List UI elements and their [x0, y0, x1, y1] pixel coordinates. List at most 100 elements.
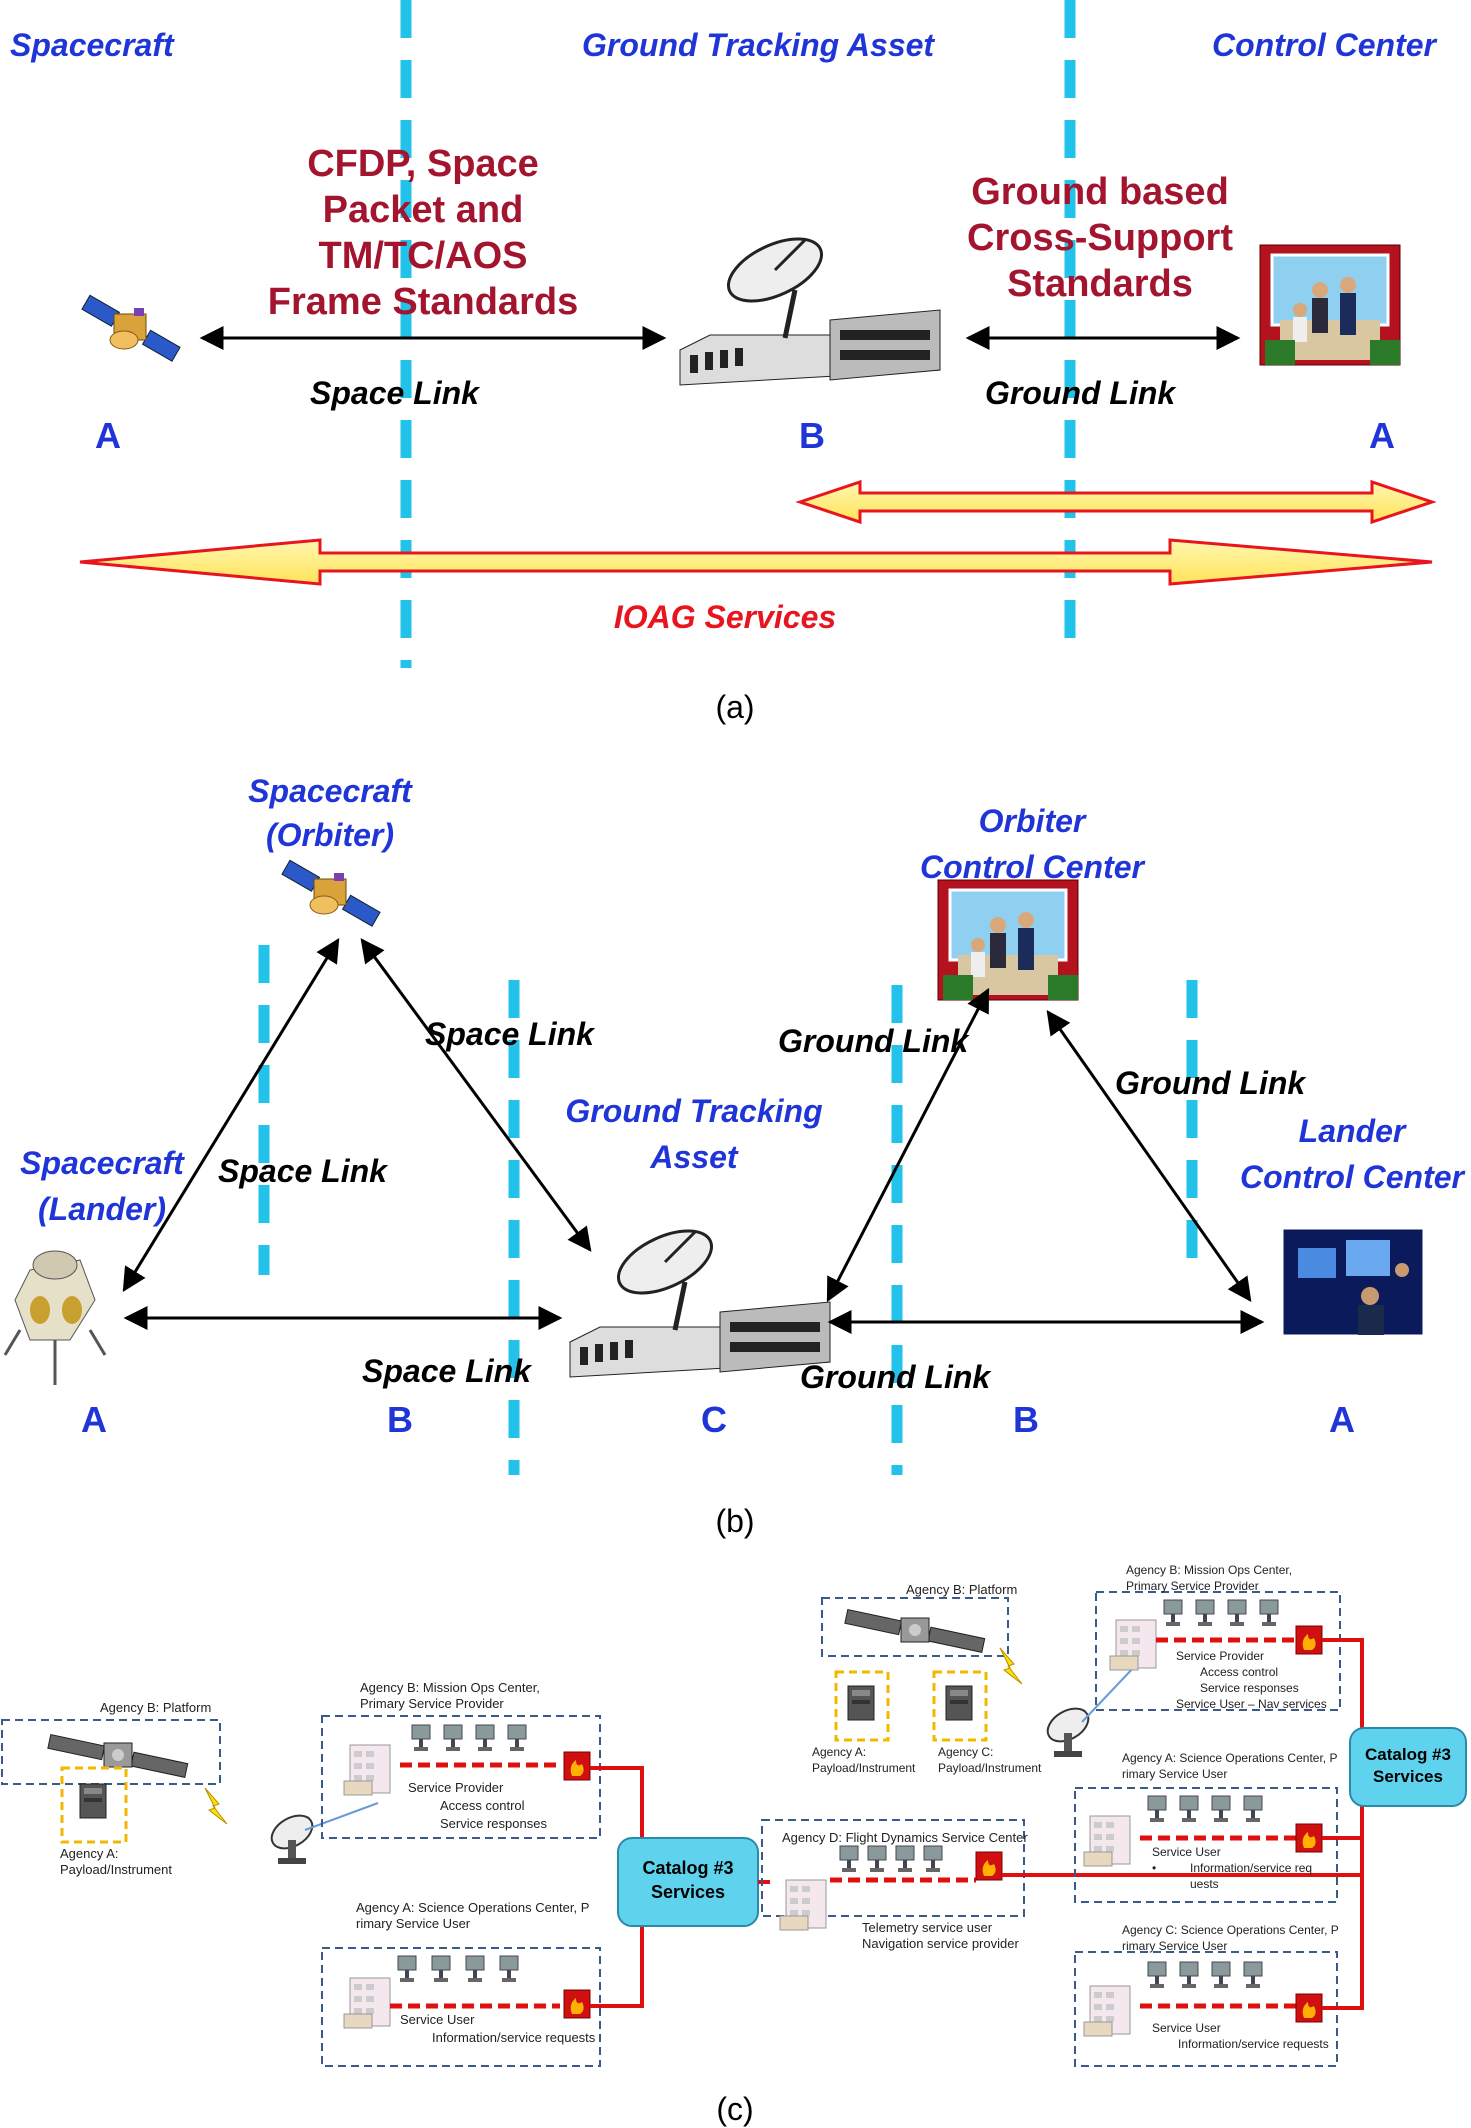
- workstation-icon: [1259, 1599, 1279, 1627]
- caption-c: (c): [716, 2091, 753, 2127]
- catalog-label: Services: [651, 1882, 725, 1902]
- lander-cc-label: Lander: [1299, 1113, 1407, 1149]
- platform-label: Agency B: Platform: [906, 1582, 1017, 1597]
- ground-station-icon: [680, 226, 940, 385]
- firewall-icon: [563, 1751, 591, 1781]
- letter-a: A: [1329, 1399, 1355, 1440]
- science-ops-box: [321, 1947, 601, 2067]
- standards-left-line: CFDP, Space: [307, 143, 539, 185]
- workstation-icon: [1163, 1599, 1183, 1627]
- workstation-icon: [507, 1724, 527, 1752]
- link-line: [304, 1802, 379, 1831]
- workstation-icon: [839, 1845, 859, 1873]
- space-link-arrow: [122, 937, 340, 1293]
- ioag-services-label: IOAG Services: [614, 599, 836, 635]
- fdsc-box: [761, 1819, 1025, 1917]
- orbiter-cc-label: Control Center: [920, 849, 1146, 885]
- letter-c: C: [701, 1399, 727, 1440]
- ground-link-label: Ground Link: [800, 1359, 992, 1395]
- payload-label: Payload/Instrument: [938, 1761, 1042, 1775]
- space-link-label: Space Link: [310, 375, 481, 411]
- payload-label: Payload/Instrument: [60, 1862, 172, 1877]
- payload-box: [834, 1670, 890, 1742]
- building-icon: [1083, 1815, 1131, 1867]
- science-ops-label: rimary Service User: [1122, 1767, 1227, 1781]
- ground-link-label: Ground Link: [985, 375, 1177, 411]
- payload-label: Agency A:: [60, 1846, 119, 1861]
- mission-ops-label: Agency B: Mission Ops Center,: [360, 1680, 540, 1695]
- letter-b: B: [1013, 1399, 1039, 1440]
- workstation-icon: [443, 1724, 463, 1752]
- link-line: [1081, 1664, 1137, 1723]
- science-ops-label: Agency C: Science Operations Center, P: [1122, 1923, 1339, 1937]
- mission-ops-box: [1095, 1591, 1341, 1711]
- connection-line: [590, 1766, 644, 1848]
- lander-label: Spacecraft: [20, 1145, 185, 1181]
- ground-station-icon: [570, 1218, 830, 1377]
- ground-tracking-label: Ground Tracking: [565, 1093, 822, 1129]
- workstation-icon: [1211, 1795, 1231, 1823]
- workstation-icon: [431, 1955, 451, 1983]
- firewall-icon: [1295, 1625, 1323, 1655]
- user-line: Service User: [1152, 2021, 1221, 2035]
- letter-a: A: [1369, 415, 1395, 456]
- space-link-label: Space Link: [218, 1153, 389, 1189]
- standards-left-line: Packet and: [323, 189, 524, 231]
- building-icon: [1083, 1985, 1131, 2037]
- orbiter-label: (Orbiter): [266, 817, 394, 853]
- orbiter-label: Spacecraft: [248, 773, 413, 809]
- mission-ops-label: Primary Service Provider: [360, 1696, 504, 1711]
- lander-icon: [3, 1250, 107, 1385]
- firewall-icon: [563, 1989, 591, 2019]
- workstation-icon: [1211, 1961, 1231, 1989]
- platform-satellite-icon: [47, 1734, 189, 1778]
- standards-left-line: TM/TC/AOS: [319, 235, 528, 277]
- caption-a: (a): [715, 689, 754, 725]
- letter-a: A: [95, 415, 121, 456]
- workstation-icon: [1195, 1599, 1215, 1627]
- science-ops-label: rimary Service User: [356, 1916, 471, 1931]
- payload-label: Agency C:: [938, 1745, 993, 1759]
- lander-label: (Lander): [38, 1191, 166, 1227]
- connection-line: [590, 1926, 644, 2008]
- firewall-icon: [1295, 1823, 1323, 1853]
- workstation-icon: [1227, 1599, 1247, 1627]
- user-line: •: [1152, 1861, 1156, 1875]
- workstation-icon: [499, 1955, 519, 1983]
- dish-icon: [1040, 1700, 1096, 1758]
- header-spacecraft: Spacecraft: [10, 27, 175, 63]
- workstation-icon: [923, 1845, 943, 1873]
- fdsc-line: Navigation service provider: [862, 1936, 1019, 1951]
- space-link-label: Space Link: [362, 1353, 533, 1389]
- payload-rack-icon: [945, 1685, 973, 1721]
- workstation-icon: [475, 1724, 495, 1752]
- user-line: Information/service requests: [1178, 2037, 1329, 2051]
- control-center-icon: [1258, 243, 1402, 367]
- space-link-label: Space Link: [425, 1016, 596, 1052]
- user-line: Information/service requests: [432, 2030, 596, 2045]
- dish-icon: [264, 1807, 320, 1865]
- mission-ops-label: Agency B: Mission Ops Center,: [1126, 1563, 1292, 1577]
- panel-c: Agency B: Platform Agency A: Payload/Ins…: [1, 1563, 1467, 2127]
- ground-tracking-label: Asset: [649, 1139, 739, 1175]
- workstation-icon: [1147, 1795, 1167, 1823]
- standards-right: Ground based Cross-Support Standards: [967, 171, 1233, 305]
- firewall-icon: [975, 1851, 1003, 1881]
- provider-line: Service User – Nav services: [1176, 1697, 1327, 1711]
- workstation-icon: [1179, 1795, 1199, 1823]
- payload-label: Payload/Instrument: [812, 1761, 916, 1775]
- standards-right-line: Ground based: [971, 171, 1229, 213]
- caption-b: (b): [715, 1503, 754, 1539]
- workstation-icon: [1243, 1961, 1263, 1989]
- ground-link-arrow: [826, 987, 990, 1303]
- workstation-icon: [397, 1955, 417, 1983]
- payload-box: [60, 1766, 128, 1844]
- panel-b: Spacecraft (Orbiter) Orbiter Control Cen…: [3, 773, 1466, 1539]
- user-line: Information/service req: [1190, 1861, 1312, 1875]
- provider-line: Service Provider: [408, 1780, 504, 1795]
- space-link-arrow: [360, 938, 592, 1252]
- fdsc-line: Telemetry service user: [862, 1920, 993, 1935]
- firewall-icon: [1295, 1993, 1323, 2023]
- provider-line: Service Provider: [1176, 1649, 1264, 1663]
